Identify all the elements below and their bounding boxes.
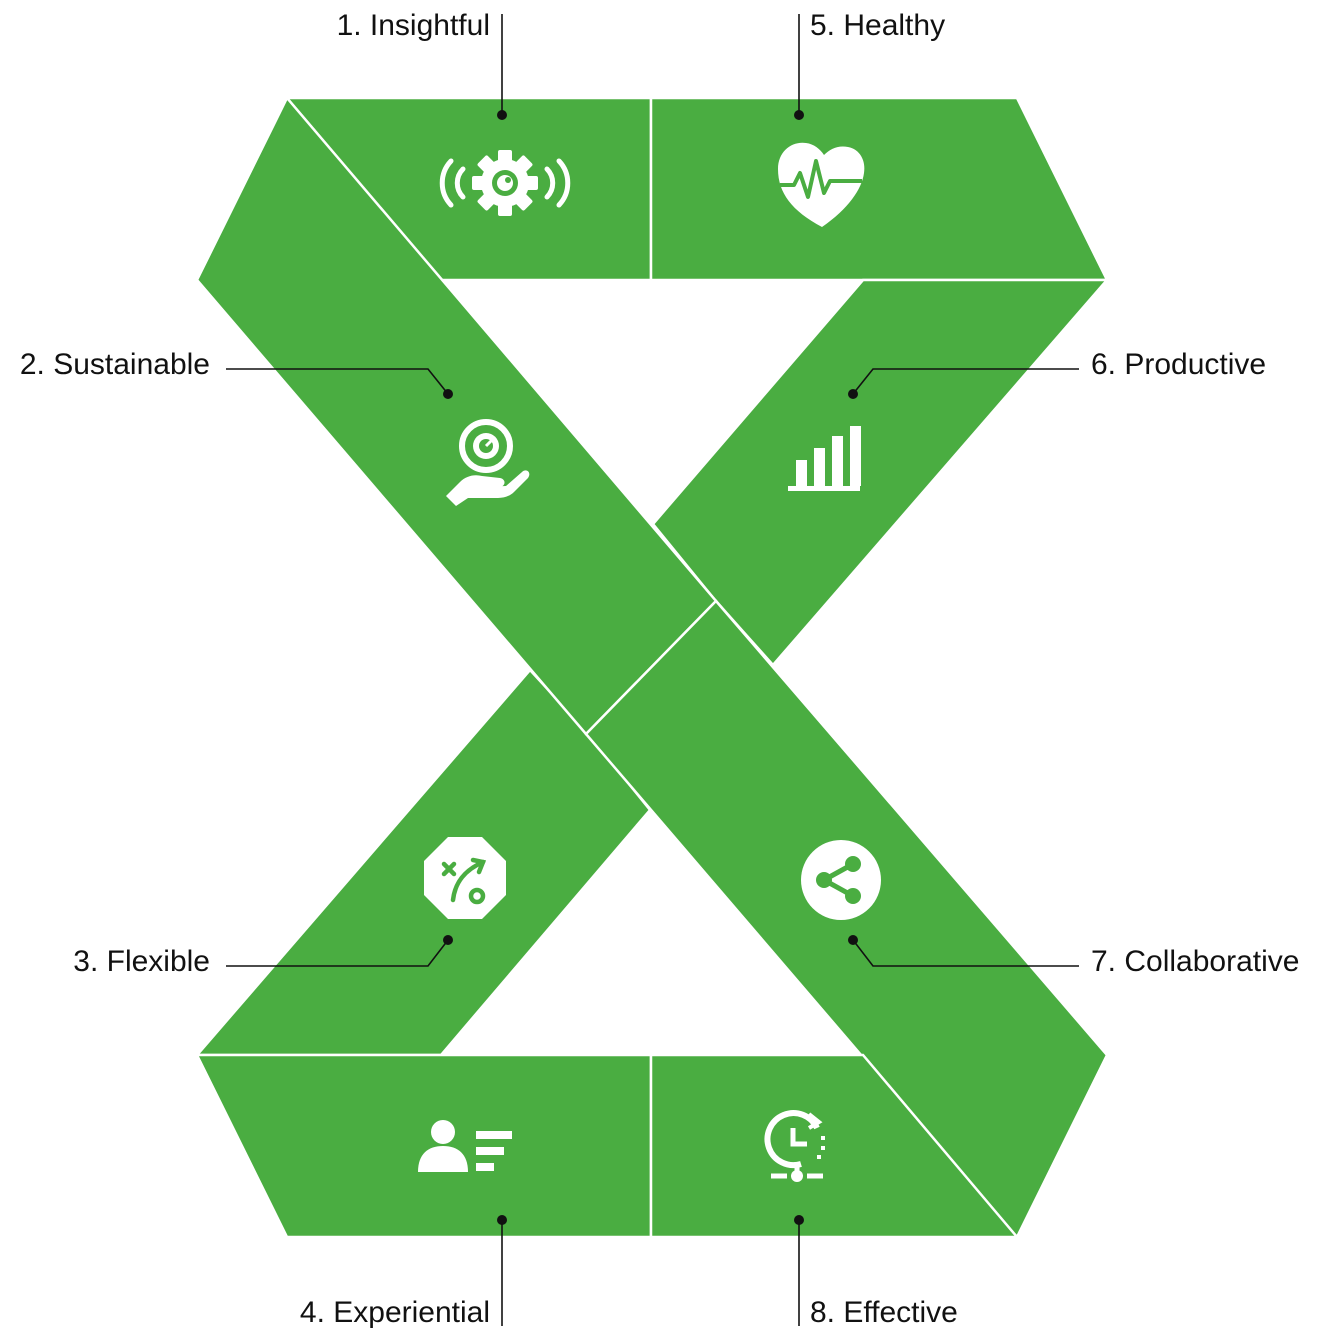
label-healthy: 5. Healthy bbox=[810, 9, 945, 42]
user-list-icon bbox=[418, 1120, 512, 1172]
leader-flexible bbox=[226, 939, 449, 967]
leader-sustainable bbox=[226, 368, 449, 395]
label-collaborative: 7. Collaborative bbox=[1091, 945, 1299, 978]
leader-collaborative bbox=[852, 939, 1079, 967]
leader-productive bbox=[852, 368, 1079, 395]
dot-effective bbox=[794, 1215, 804, 1225]
segment-experiential bbox=[194, 1053, 653, 1239]
share-icon bbox=[801, 840, 881, 920]
labels: 1. Insightful 5. Healthy 2. Sustainable … bbox=[20, 9, 1300, 1329]
segment-healthy bbox=[649, 96, 1110, 282]
dot-flexible bbox=[443, 935, 453, 945]
strategy-play-icon bbox=[424, 837, 506, 919]
label-experiential: 4. Experiential bbox=[300, 1296, 490, 1329]
dot-productive bbox=[848, 389, 858, 399]
dot-sustainable bbox=[443, 389, 453, 399]
segment-effective bbox=[649, 1053, 1020, 1239]
dot-experiential bbox=[497, 1215, 507, 1225]
dot-healthy bbox=[794, 110, 804, 120]
label-insightful: 1. Insightful bbox=[337, 9, 490, 42]
label-effective: 8. Effective bbox=[810, 1296, 958, 1329]
leaders bbox=[226, 14, 1079, 1326]
heart-pulse-icon bbox=[778, 142, 865, 227]
label-productive: 6. Productive bbox=[1091, 348, 1266, 381]
hand-gauge-icon bbox=[446, 419, 530, 506]
ribbon bbox=[194, 95, 1110, 1240]
time-network-icon bbox=[764, 1110, 825, 1182]
dot-collaborative bbox=[848, 935, 858, 945]
label-sustainable: 2. Sustainable bbox=[20, 348, 210, 381]
gear-broadcast-icon bbox=[439, 150, 571, 216]
label-flexible: 3. Flexible bbox=[73, 945, 210, 978]
bar-chart-icon bbox=[788, 426, 861, 491]
dot-insightful bbox=[497, 110, 507, 120]
